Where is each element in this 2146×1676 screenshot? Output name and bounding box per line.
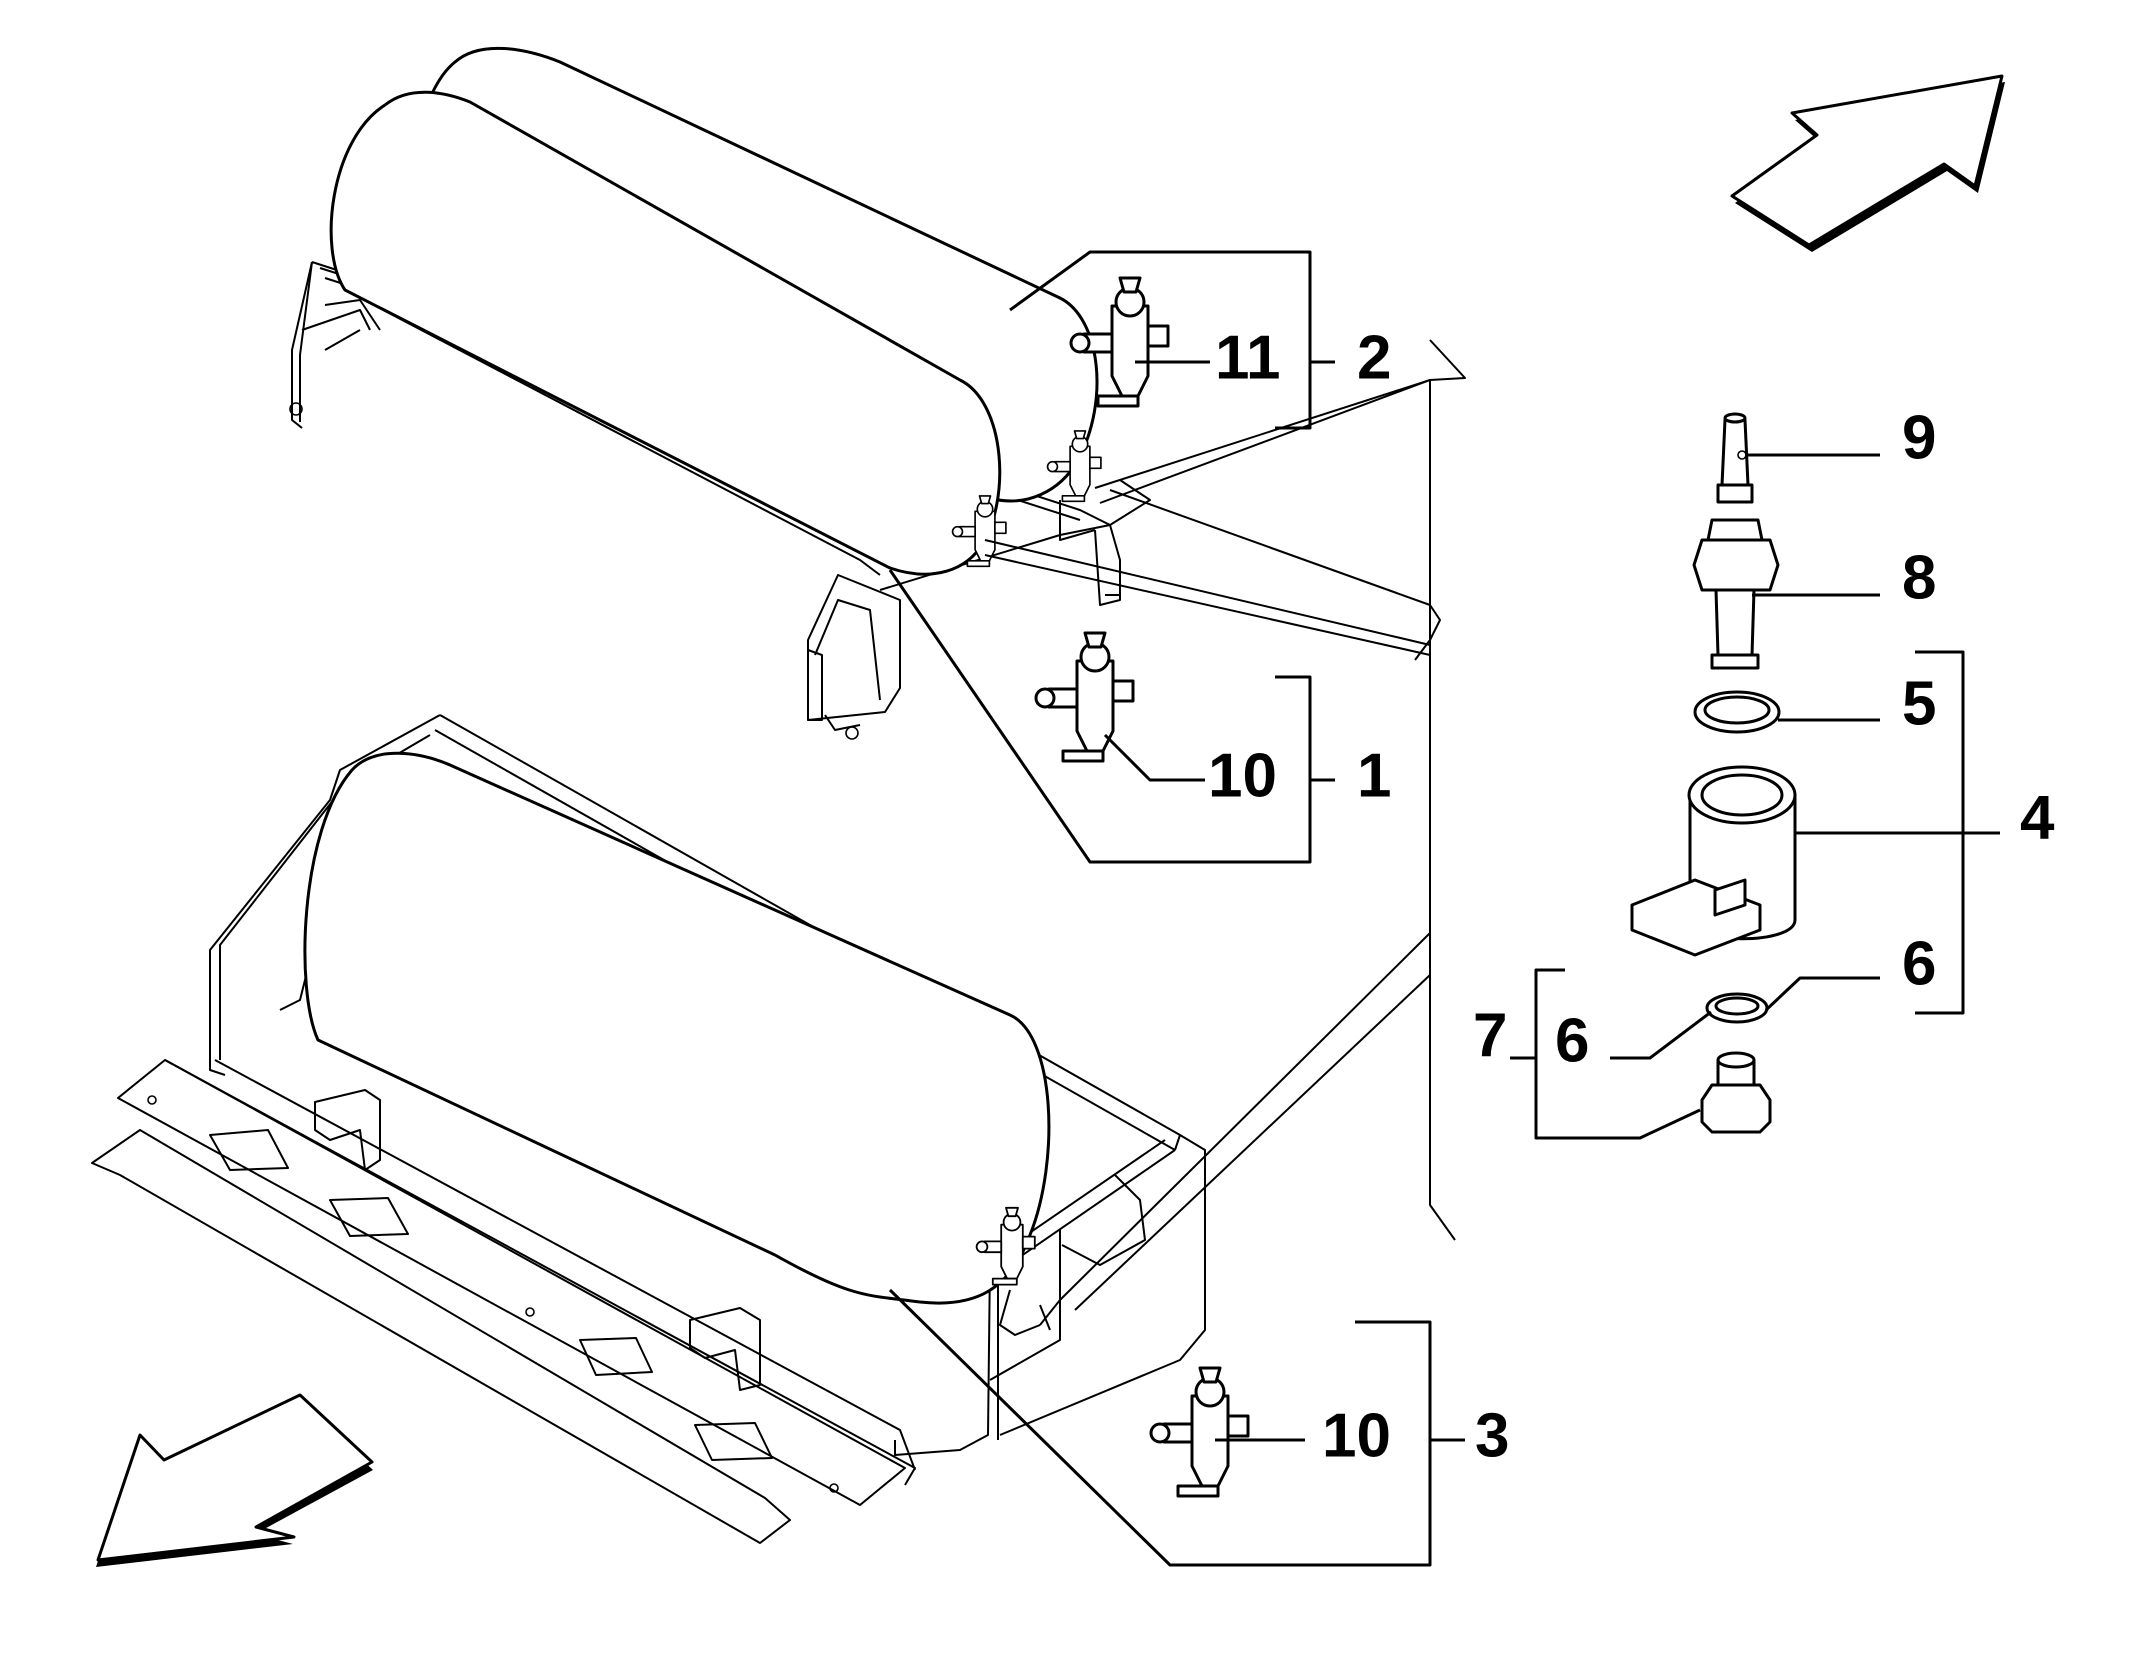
valve-part-10-lower	[1149, 1366, 1250, 1498]
lower-tank-assembly	[91, 714, 1206, 1544]
plug-part-7	[1700, 1051, 1772, 1134]
valve-part-10-upper	[1034, 631, 1135, 763]
direction-arrow-top-right	[1730, 74, 2005, 252]
fitting-body-part-4	[1630, 765, 1797, 957]
callout-6-left: 6	[1555, 1006, 1589, 1075]
callout-11: 11	[1215, 323, 1281, 392]
callout-7: 7	[1473, 1001, 1507, 1070]
direction-arrow-bottom-left	[96, 1393, 374, 1567]
callout-2: 2	[1357, 323, 1391, 392]
callout-1: 1	[1357, 741, 1391, 810]
callout-8: 8	[1902, 543, 1936, 612]
seal-ring-part-5	[1693, 690, 1781, 734]
callout-9: 9	[1902, 403, 1936, 472]
callout-10-upper: 10	[1208, 741, 1277, 810]
callout-labels: 11 2 10 1 10 3 9 8 5 4 6 6 7	[1208, 323, 2055, 1470]
callout-10-lower: 10	[1322, 1401, 1391, 1470]
fitting-part-9	[1716, 412, 1754, 504]
gas-pipes	[984, 339, 1466, 1311]
seal-ring-part-6	[1705, 992, 1769, 1024]
leader-lines	[888, 250, 2000, 1567]
callout-6-right: 6	[1902, 929, 1936, 998]
callout-3: 3	[1475, 1401, 1509, 1470]
callout-5: 5	[1902, 669, 1936, 738]
fitting-part-8	[1692, 518, 1780, 670]
upper-tank-assembly	[289, 46, 1151, 740]
callout-4: 4	[2020, 783, 2055, 852]
